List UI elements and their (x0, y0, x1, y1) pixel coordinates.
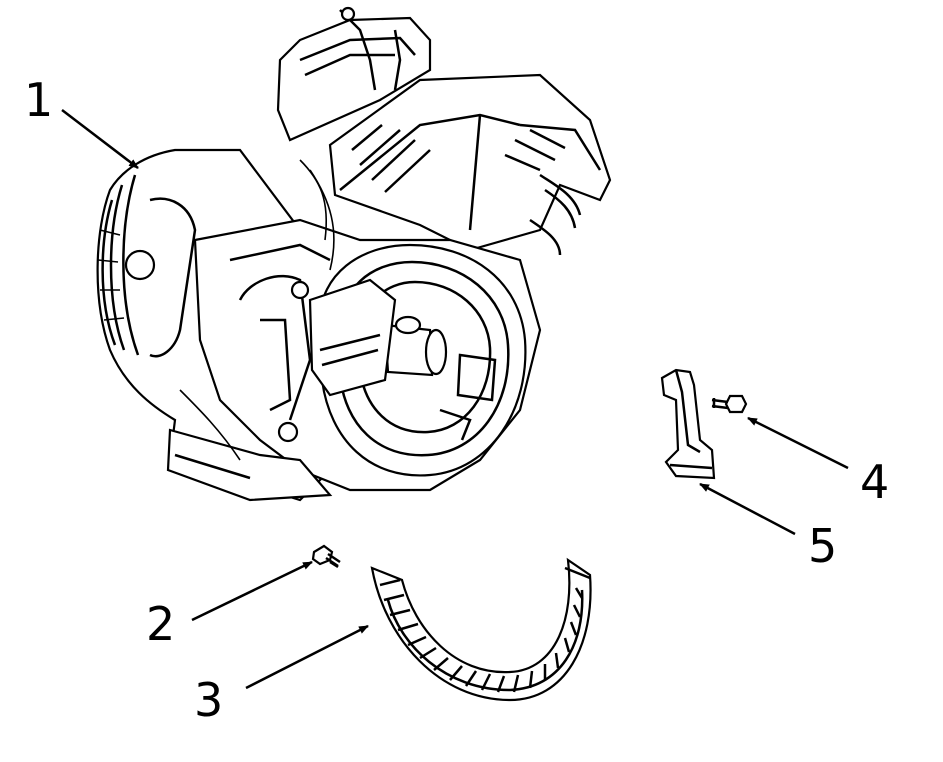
shield-vent-slots (351, 124, 566, 193)
leader-1 (61, 109, 139, 169)
fan-guard-band-part-3 (370, 557, 592, 702)
callout-1: 1 (24, 73, 53, 127)
leader-5 (699, 482, 796, 536)
leader-2 (191, 560, 313, 622)
leader-4 (747, 416, 849, 470)
bolt-part-4 (711, 394, 748, 414)
bolt-part-2 (311, 544, 341, 569)
callout-4: 4 (860, 455, 889, 509)
bracket-part-5 (660, 368, 716, 480)
callout-3: 3 (194, 673, 223, 727)
callout-2: 2 (146, 597, 175, 651)
callout-labels: 1 2 3 4 5 (24, 73, 889, 727)
callout-5: 5 (808, 519, 837, 573)
leader-lines (61, 109, 849, 690)
band-vent-slots (379, 578, 584, 693)
engine-assembly (96, 6, 612, 502)
leader-3 (245, 624, 369, 690)
